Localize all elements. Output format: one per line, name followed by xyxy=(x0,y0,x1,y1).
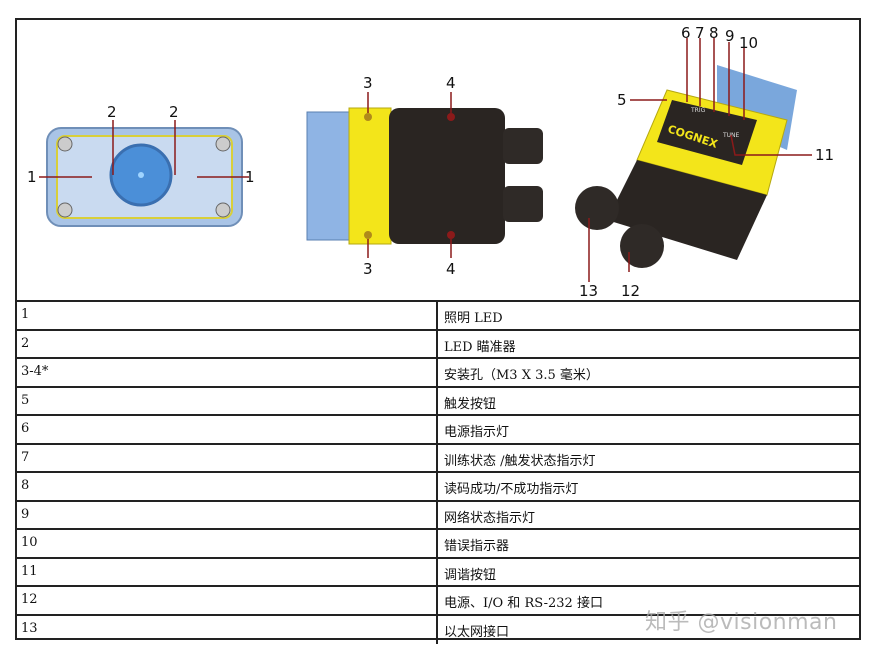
callout-10: 10 xyxy=(739,34,758,52)
item-description: LED 瞄准器 xyxy=(444,339,516,355)
trig-label: TRIG xyxy=(690,107,706,114)
callout-2-left: 2 xyxy=(107,103,117,121)
isometric-view: COGNEX TRIG TUNE 6 7 8 9 10 5 11 13 12 xyxy=(575,24,834,300)
callout-3-bottom: 3 xyxy=(363,260,373,278)
table-row: 1 照明 LED xyxy=(17,302,859,331)
item-number: 5 xyxy=(17,387,438,414)
table-row: 9 网络状态指示灯 xyxy=(17,501,859,530)
callout-4-bottom: 4 xyxy=(446,260,456,278)
callout-5: 5 xyxy=(617,91,627,109)
item-number: 8 xyxy=(17,473,438,500)
table-row: 12 电源、I/O 和 RS-232 接口 xyxy=(17,587,859,616)
table-row: 5 触发按钮 xyxy=(17,387,859,416)
item-description: 网络状态指示灯 xyxy=(444,510,536,526)
callout-1-left: 1 xyxy=(27,168,37,186)
callout-13: 13 xyxy=(579,282,598,300)
device-diagram-svg: 1 2 2 1 3 4 3 4 xyxy=(27,24,834,300)
front-view: 1 2 2 1 xyxy=(27,103,255,227)
callout-1-right: 1 xyxy=(245,168,255,186)
item-number: 9 xyxy=(17,501,438,528)
item-description: 安装孔（M3 X 3.5 毫米） xyxy=(444,368,599,383)
callout-4-top: 4 xyxy=(446,74,456,92)
table-row: 11 调谐按钮 xyxy=(17,558,859,587)
item-number: 10 xyxy=(17,530,438,557)
item-number: 12 xyxy=(17,587,438,614)
item-number: 11 xyxy=(17,558,438,585)
callout-7: 7 xyxy=(695,24,705,42)
item-description: 读码成功/不成功指示灯 xyxy=(444,482,579,497)
callout-9: 9 xyxy=(725,27,735,45)
item-description: 触发按钮 xyxy=(444,396,497,412)
callout-2-right: 2 xyxy=(169,103,179,121)
table-row: 7 训练状态 /触发状态指示灯 xyxy=(17,444,859,473)
table-row: 6 电源指示灯 xyxy=(17,416,859,445)
item-description: 调谐按钮 xyxy=(444,567,497,583)
table-row: 10 错误指示器 xyxy=(17,530,859,559)
item-number: 13 xyxy=(17,615,438,644)
item-description: 训练状态 /触发状态指示灯 xyxy=(444,453,596,469)
table-row: 13 以太网接口 xyxy=(17,615,859,644)
item-number: 7 xyxy=(17,444,438,471)
callout-8: 8 xyxy=(709,24,719,42)
callout-3-top: 3 xyxy=(363,74,373,92)
callout-12: 12 xyxy=(621,282,640,300)
item-description: 电源、I/O 和 RS-232 接口 xyxy=(444,596,603,611)
table-row: 2 LED 瞄准器 xyxy=(17,330,859,359)
item-description: 照明 LED xyxy=(444,311,503,326)
item-description: 错误指示器 xyxy=(444,539,510,554)
item-number: 3-4* xyxy=(17,359,438,386)
spec-table: 1 2 2 1 3 4 3 4 xyxy=(15,18,861,644)
device-diagram: 1 2 2 1 3 4 3 4 xyxy=(17,20,859,302)
item-description: 电源指示灯 xyxy=(444,425,510,440)
callout-11: 11 xyxy=(815,146,834,164)
table-body: 1 照明 LED 2 LED 瞄准器 3-4* 安装孔（M3 X 3.5 毫米） 5 触发按钮… xyxy=(17,302,859,644)
side-view: 3 4 3 4 xyxy=(306,74,543,278)
item-number: 1 xyxy=(17,302,438,329)
item-number: 2 xyxy=(17,330,438,357)
table-row: 3-4* 安装孔（M3 X 3.5 毫米） xyxy=(17,359,859,388)
callout-6: 6 xyxy=(681,24,691,42)
item-description: 以太网接口 xyxy=(444,624,510,640)
item-number: 6 xyxy=(17,416,438,443)
watermark: 知乎 @visionman xyxy=(645,610,838,635)
table-row: 8 读码成功/不成功指示灯 xyxy=(17,473,859,502)
